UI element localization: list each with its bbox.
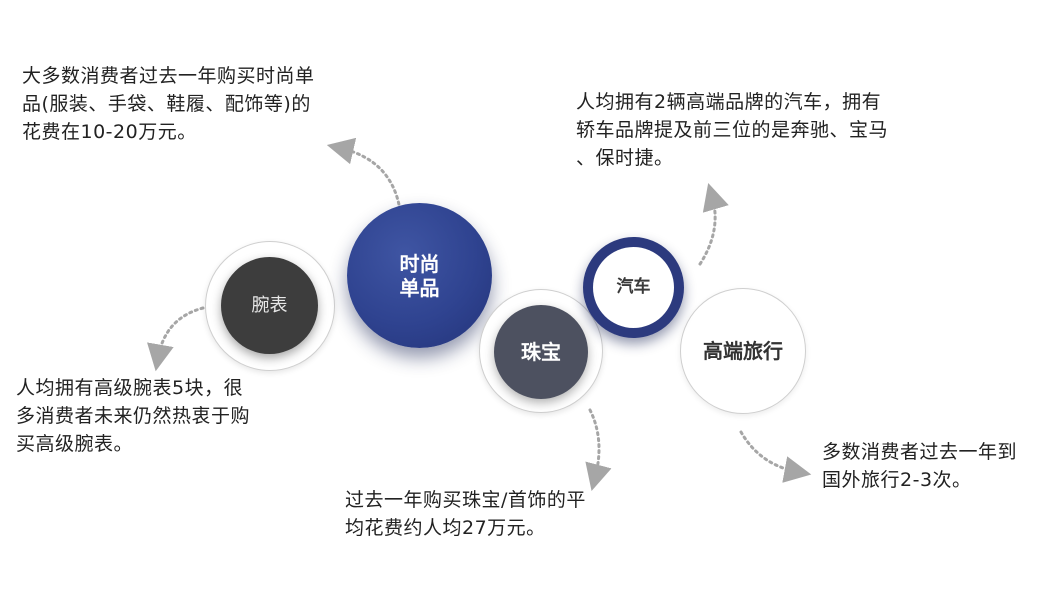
car-description-line: 、保时捷。 [576, 147, 674, 169]
jewelry-description-line: 均花费约人均27万元。 [345, 517, 546, 539]
travel-description-line: 国外旅行2-3次。 [822, 469, 972, 491]
travel-node: 高端旅行 [680, 288, 806, 414]
car-description: 人均拥有2辆高端品牌的汽车，拥有 轿车品牌提及前三位的是奔驰、宝马 、保时捷。 [576, 88, 936, 172]
watch-description-line: 买高级腕表。 [16, 433, 134, 455]
fashion-node-label-line2: 单品 [399, 275, 440, 300]
jewelry-node-label: 珠宝 [521, 340, 561, 364]
fashion-description: 大多数消费者过去一年购买时尚单 品(服装、手袋、鞋履、配饰等)的 花费在10-2… [22, 62, 362, 146]
car-node-label: 汽车 [616, 277, 651, 298]
fashion-description-line: 品(服装、手袋、鞋履、配饰等)的 [22, 93, 311, 115]
fashion-node-label-line1: 时尚 [399, 251, 440, 276]
jewelry-description-line: 过去一年购买珠宝/首饰的平 [345, 489, 586, 511]
watch-description-line: 人均拥有高级腕表5块，很 [16, 377, 244, 399]
car-description-line: 人均拥有2辆高端品牌的汽车，拥有 [576, 91, 882, 113]
fashion-description-line: 花费在10-20万元。 [22, 121, 197, 143]
arrow-travel [739, 430, 812, 483]
arrow-fashion [326, 137, 402, 212]
fashion-node: 时尚 单品 [347, 203, 492, 348]
fashion-description-line: 大多数消费者过去一年购买时尚单 [22, 65, 315, 87]
travel-description-line: 多数消费者过去一年到 [822, 441, 1018, 463]
jewelry-node: 珠宝 [494, 305, 588, 399]
watch-node-label: 腕表 [251, 294, 288, 316]
car-description-line: 轿车品牌提及前三位的是奔驰、宝马 [576, 119, 889, 141]
jewelry-description: 过去一年购买珠宝/首饰的平 均花费约人均27万元。 [345, 486, 625, 542]
car-node: 汽车 [593, 247, 674, 328]
arrow-watch [147, 306, 205, 372]
arrow-car [698, 183, 729, 266]
watch-description-line: 多消费者未来仍然热衷于购 [16, 405, 251, 427]
travel-description: 多数消费者过去一年到 国外旅行2-3次。 [822, 438, 1042, 494]
arrow-jewelry [585, 408, 612, 492]
travel-node-label: 高端旅行 [703, 339, 783, 363]
watch-description: 人均拥有高级腕表5块，很 多消费者未来仍然热衷于购 买高级腕表。 [16, 374, 286, 458]
watch-node: 腕表 [221, 257, 318, 354]
